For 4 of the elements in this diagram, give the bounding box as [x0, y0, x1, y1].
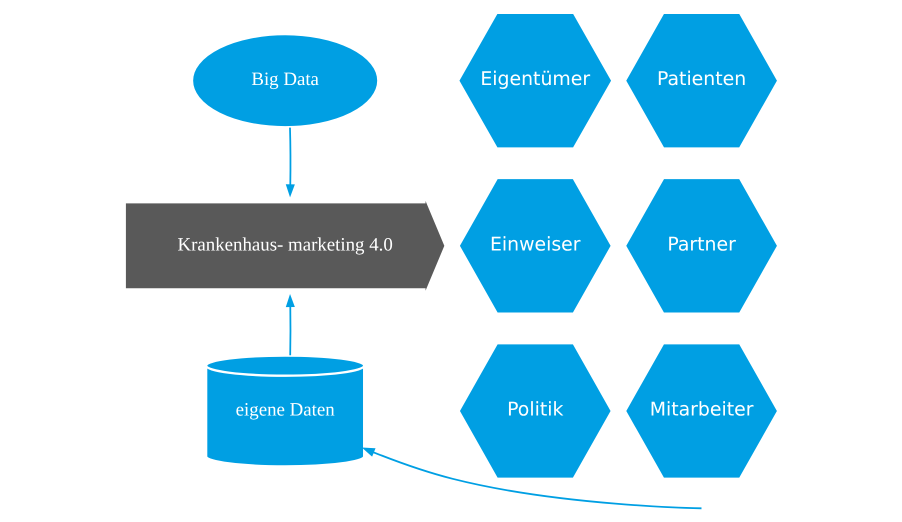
- node-ellipse: Big Data: [190, 32, 380, 128]
- arrow: [285, 128, 294, 198]
- arrow: [285, 294, 294, 356]
- arrow: [361, 448, 702, 510]
